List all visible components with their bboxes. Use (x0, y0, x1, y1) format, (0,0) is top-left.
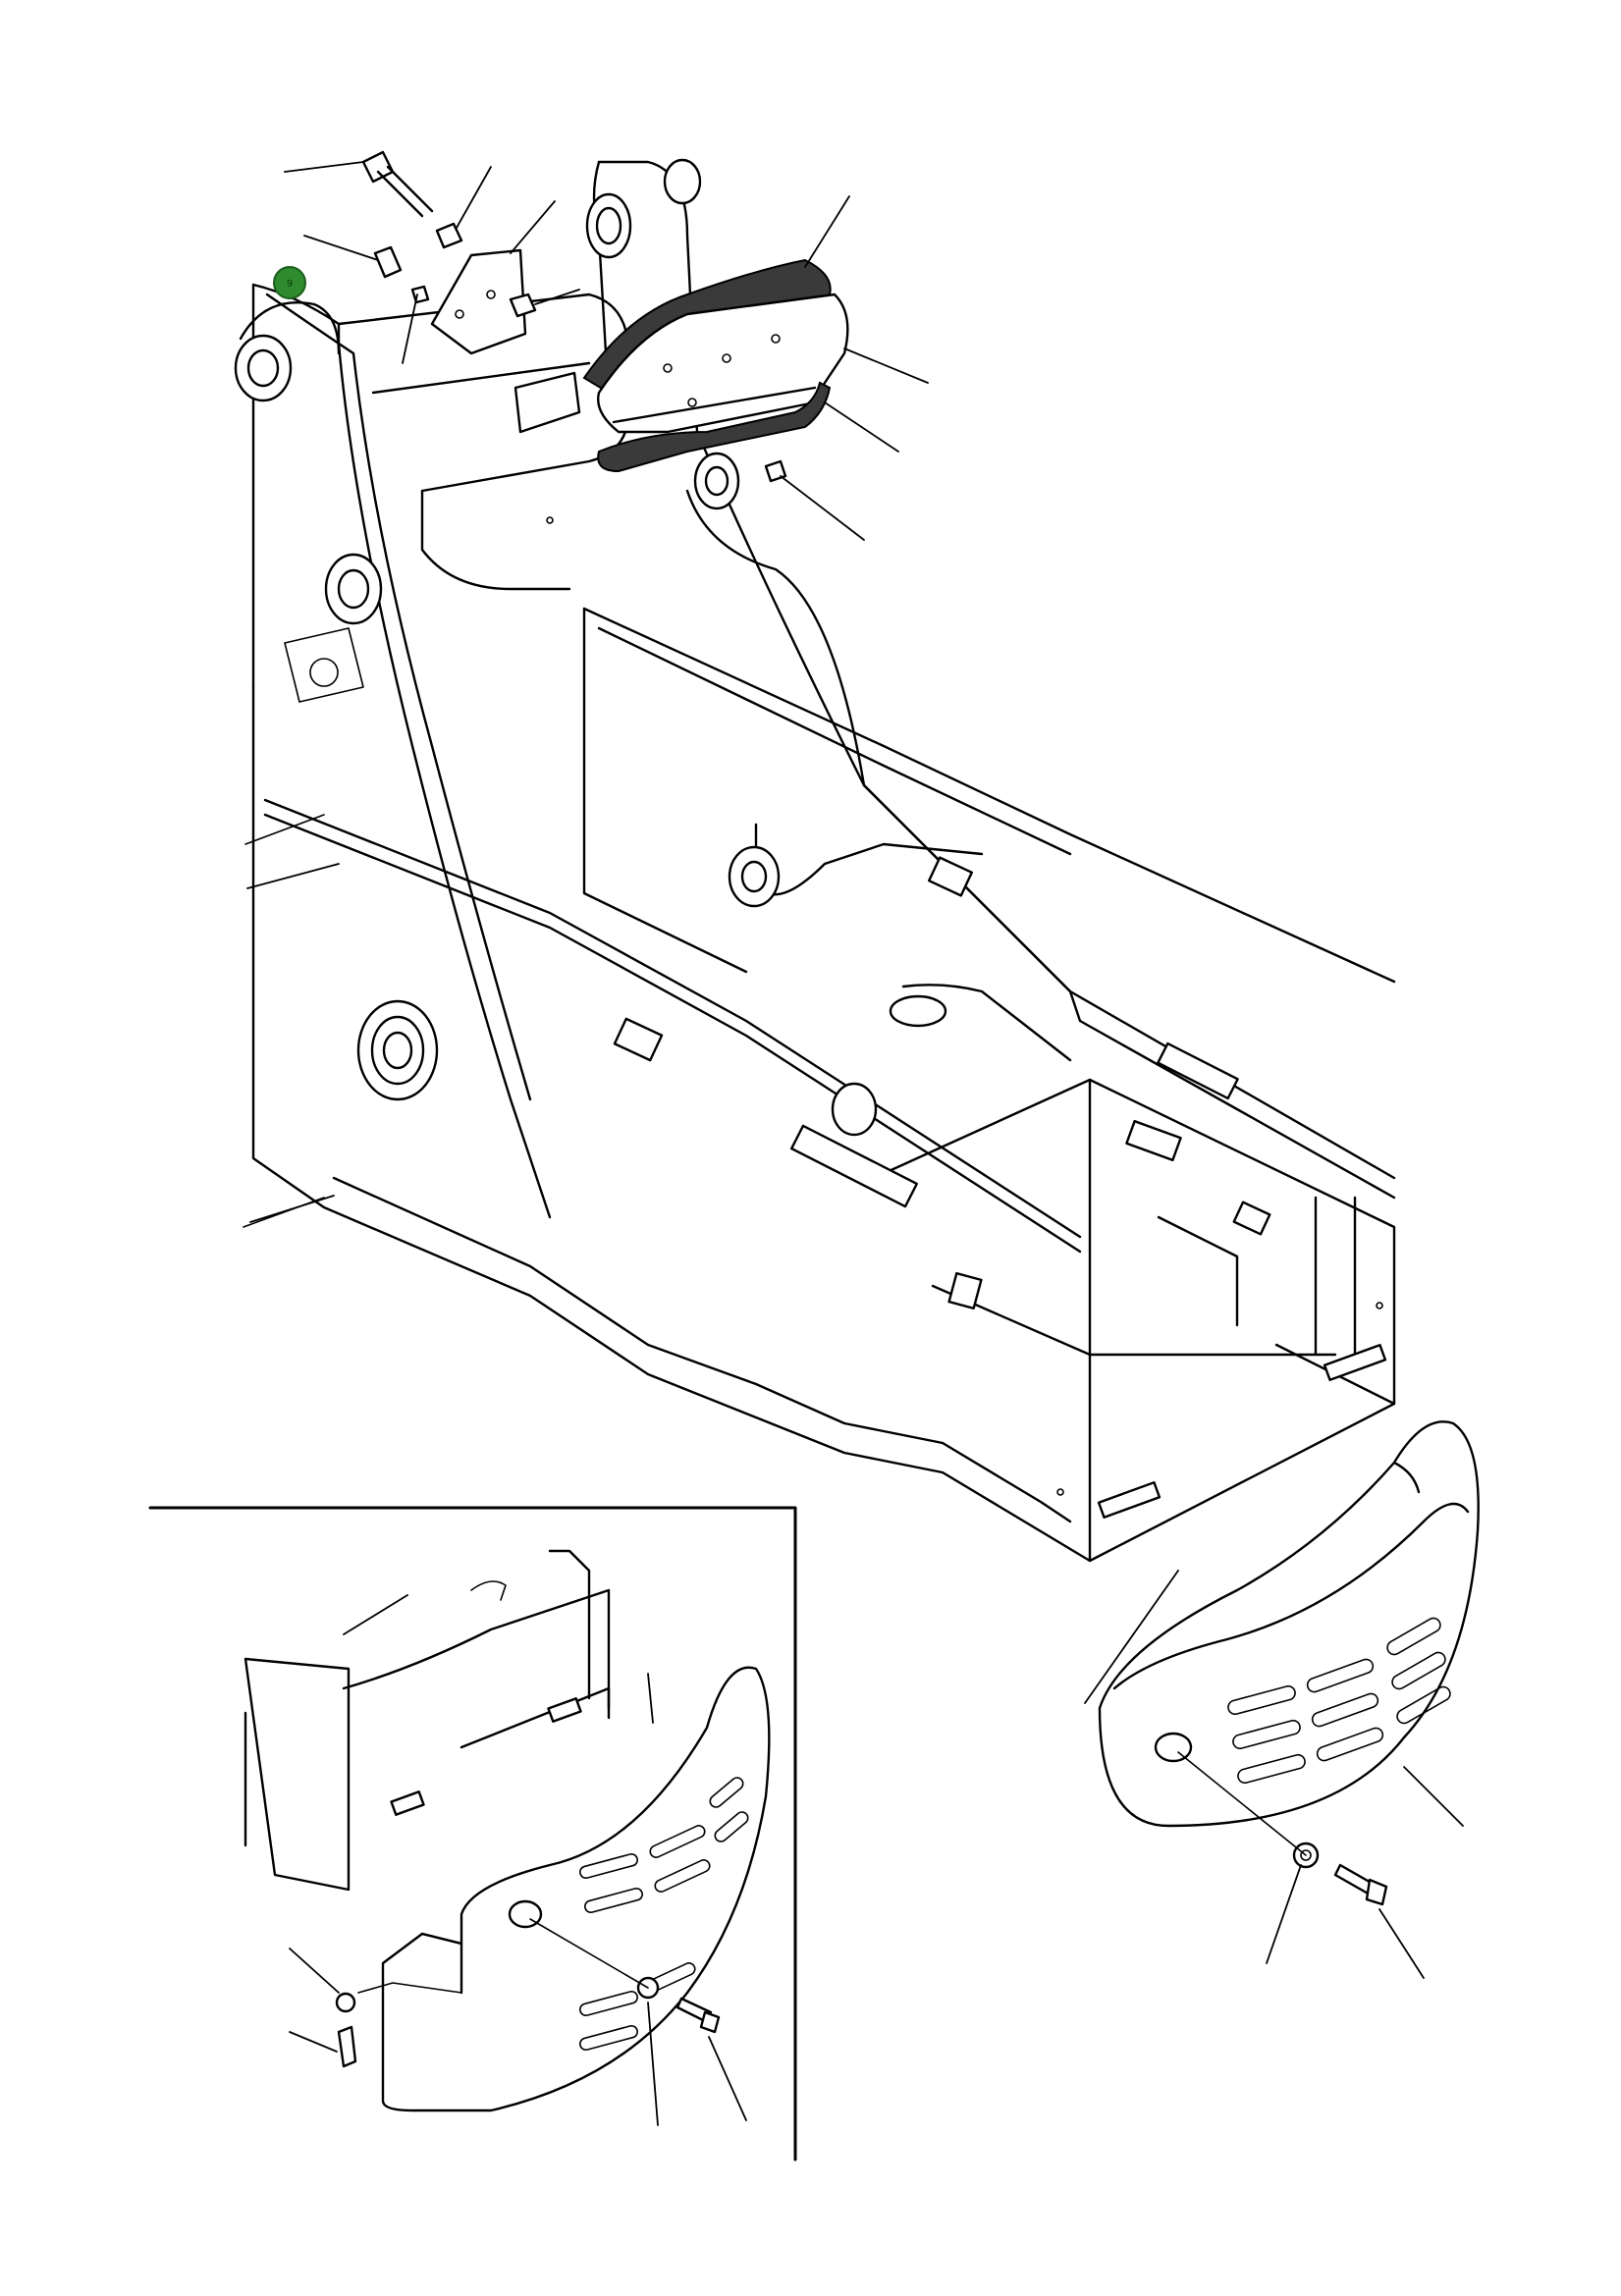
marker-label: 9 (287, 279, 293, 290)
detail-inset (148, 1506, 797, 2162)
top-cover-plate (582, 258, 849, 473)
callout-leader-lines (246, 161, 1464, 2126)
rear-grille-cover (1098, 1420, 1480, 1906)
marker-dot[interactable] (273, 266, 306, 299)
chassis-frame (234, 158, 1396, 1563)
upper-mounting-hardware (361, 150, 787, 483)
item-marker[interactable]: 9 (273, 266, 306, 299)
